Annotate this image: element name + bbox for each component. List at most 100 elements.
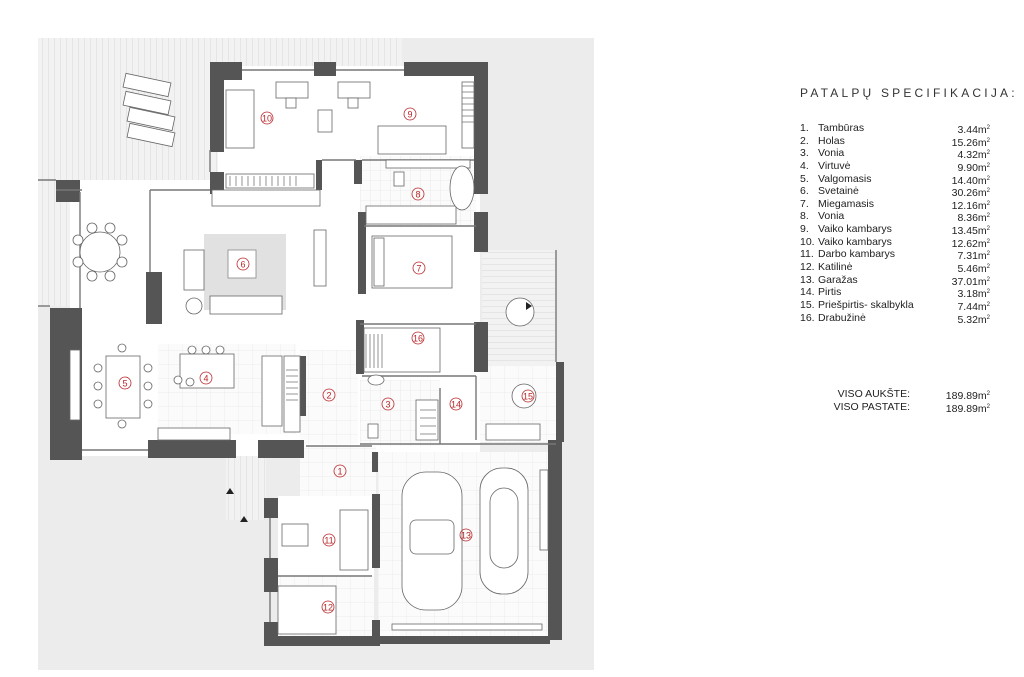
room-label-12: 12 <box>323 603 333 613</box>
spec-row-name: Drabužinė <box>818 311 866 324</box>
room-label-16: 16 <box>413 334 423 344</box>
spec-row-area: 14.40m2 <box>951 174 990 187</box>
room-label-14: 14 <box>451 400 461 410</box>
spec-row-number: 2. <box>800 134 809 147</box>
spec-row-area: 5.32m2 <box>957 313 990 326</box>
spec-row-name: Pirtis <box>818 286 842 299</box>
spec-row-area: 7.44m2 <box>957 300 990 313</box>
spec-row: 8. Vonia 8.36m2 <box>800 210 990 225</box>
room-label-8: 8 <box>415 190 420 200</box>
total-row-building: VISO PASTATE: 189.89m2 <box>800 401 990 415</box>
spec-row-area: 13.45m2 <box>951 225 990 238</box>
total-row-floor: VISO AUKŠTE: 189.89m2 <box>800 388 990 402</box>
spec-row-name: Vaiko kambarys <box>818 235 892 248</box>
entrance-steps <box>226 456 266 520</box>
spec-row-name: Priešpirtis- skalbykla <box>818 298 914 311</box>
total-label: VISO PASTATE: <box>833 401 910 413</box>
spec-row-name: Garažas <box>818 273 858 286</box>
spec-row-number: 14. <box>800 286 815 299</box>
spec-row-area: 4.32m2 <box>957 149 990 162</box>
spec-row-name: Valgomasis <box>818 172 872 185</box>
room-label-3: 3 <box>385 400 390 410</box>
spec-row-area: 30.26m2 <box>951 187 990 200</box>
furniture <box>69 72 549 631</box>
spec-row-number: 7. <box>800 197 809 210</box>
spec-row: 6. Svetainė 30.26m2 <box>800 185 990 200</box>
spec-row-number: 13. <box>800 273 815 286</box>
room-labels: 1 2 3 4 5 6 7 8 9 10 11 12 13 14 15 16 <box>122 110 533 613</box>
spec-row-area: 5.46m2 <box>957 263 990 276</box>
spec-row-area: 3.44m2 <box>957 124 990 136</box>
room-label-1: 1 <box>337 467 342 477</box>
spec-row-area: 7.31m2 <box>957 250 990 263</box>
floor-plan: 1 2 3 4 5 6 7 8 9 10 11 12 13 14 15 16 <box>38 38 594 670</box>
spec-row-area: 9.90m2 <box>957 161 990 174</box>
spec-row-number: 15. <box>800 298 815 311</box>
spec-row: 2. Holas 15.26m2 <box>800 134 990 149</box>
spec-row-name: Miegamasis <box>818 197 875 210</box>
spec-row-number: 4. <box>800 159 809 172</box>
spec-row-number: 3. <box>800 147 809 160</box>
room-label-10: 10 <box>262 114 272 124</box>
spec-row-name: Darbo kambarys <box>818 248 896 261</box>
spec-row-area: 12.62m2 <box>951 237 990 250</box>
total-area: 189.89m2 <box>945 403 990 415</box>
spec-row-number: 9. <box>800 223 809 236</box>
spec-row-number: 8. <box>800 210 809 223</box>
room-label-13: 13 <box>461 531 471 541</box>
room-label-11: 11 <box>324 536 333 546</box>
spec-row-name: Holas <box>818 134 845 147</box>
spec-row: 10.Vaiko kambarys 12.62m2 <box>800 235 990 250</box>
spec-row-name: Katilinė <box>818 261 853 274</box>
spec-row: 12.Katilinė 5.46m2 <box>800 261 990 276</box>
coffee-table <box>227 249 257 279</box>
specification-title: PATALPŲ SPECIFIKACIJA: <box>800 86 1018 100</box>
wardrobe-hatching <box>229 85 474 435</box>
spec-row-number: 1. <box>800 122 809 134</box>
room-label-7: 7 <box>416 264 421 274</box>
spec-row: 3. Vonia 4.32m2 <box>800 147 990 162</box>
room-label-6: 6 <box>240 260 245 270</box>
spec-row-area: 15.26m2 <box>951 136 990 149</box>
spec-row-name: Tambūras <box>818 122 865 134</box>
spec-row: 9. Vaiko kambarys 13.45m2 <box>800 223 990 238</box>
area-totals: VISO AUKŠTE: 189.89m2 VISO PASTATE: 189.… <box>800 388 990 415</box>
room-label-markers <box>118 107 535 614</box>
spec-row-number: 16. <box>800 311 815 324</box>
entrance-arrow-icons <box>226 302 532 522</box>
spec-row-name: Virtuvė <box>818 159 851 172</box>
floor-vestibule-tiles <box>300 446 376 496</box>
total-label: VISO AUKŠTE: <box>837 388 910 400</box>
spec-row-number: 10. <box>800 235 815 248</box>
spec-row: 7. Miegamasis 12.16m2 <box>800 197 990 212</box>
room-label-15: 15 <box>523 392 533 402</box>
spec-row-area: 12.16m2 <box>951 199 990 212</box>
spec-row-name: Vonia <box>818 147 845 160</box>
spec-row-name: Vaiko kambarys <box>818 223 892 236</box>
room-label-5: 5 <box>122 379 127 389</box>
spec-row: 15.Priešpirtis- skalbykla 7.44m2 <box>800 298 990 313</box>
room-label-2: 2 <box>326 391 331 401</box>
total-area: 189.89m2 <box>945 390 990 402</box>
spec-row: 1. Tambūras 3.44m2 <box>800 122 990 136</box>
spec-row: 5. Valgomasis 14.40m2 <box>800 172 990 187</box>
spec-row-number: 11. <box>800 248 814 261</box>
spec-row-number: 12. <box>800 261 815 274</box>
spec-row-area: 3.18m2 <box>957 288 990 301</box>
spec-row: 16.Drabužinė 5.32m2 <box>800 311 990 326</box>
spec-row: 11. Darbo kambarys 7.31m2 <box>800 248 990 263</box>
spec-row: 14.Pirtis 3.18m2 <box>800 286 990 301</box>
spec-row-area: 8.36m2 <box>957 212 990 225</box>
room-label-9: 9 <box>407 110 412 120</box>
walls <box>50 62 564 646</box>
spec-row-number: 6. <box>800 185 809 198</box>
spec-row-name: Vonia <box>818 210 845 223</box>
spec-row: 4. Virtuvė 9.90m2 <box>800 159 990 174</box>
spec-row-area: 37.01m2 <box>951 275 990 288</box>
spec-row-name: Svetainė <box>818 185 859 198</box>
room-label-4: 4 <box>203 374 208 384</box>
spec-row-number: 5. <box>800 172 809 185</box>
spec-row: 13.Garažas 37.01m2 <box>800 273 990 288</box>
floor-hall-tiles <box>300 350 358 444</box>
